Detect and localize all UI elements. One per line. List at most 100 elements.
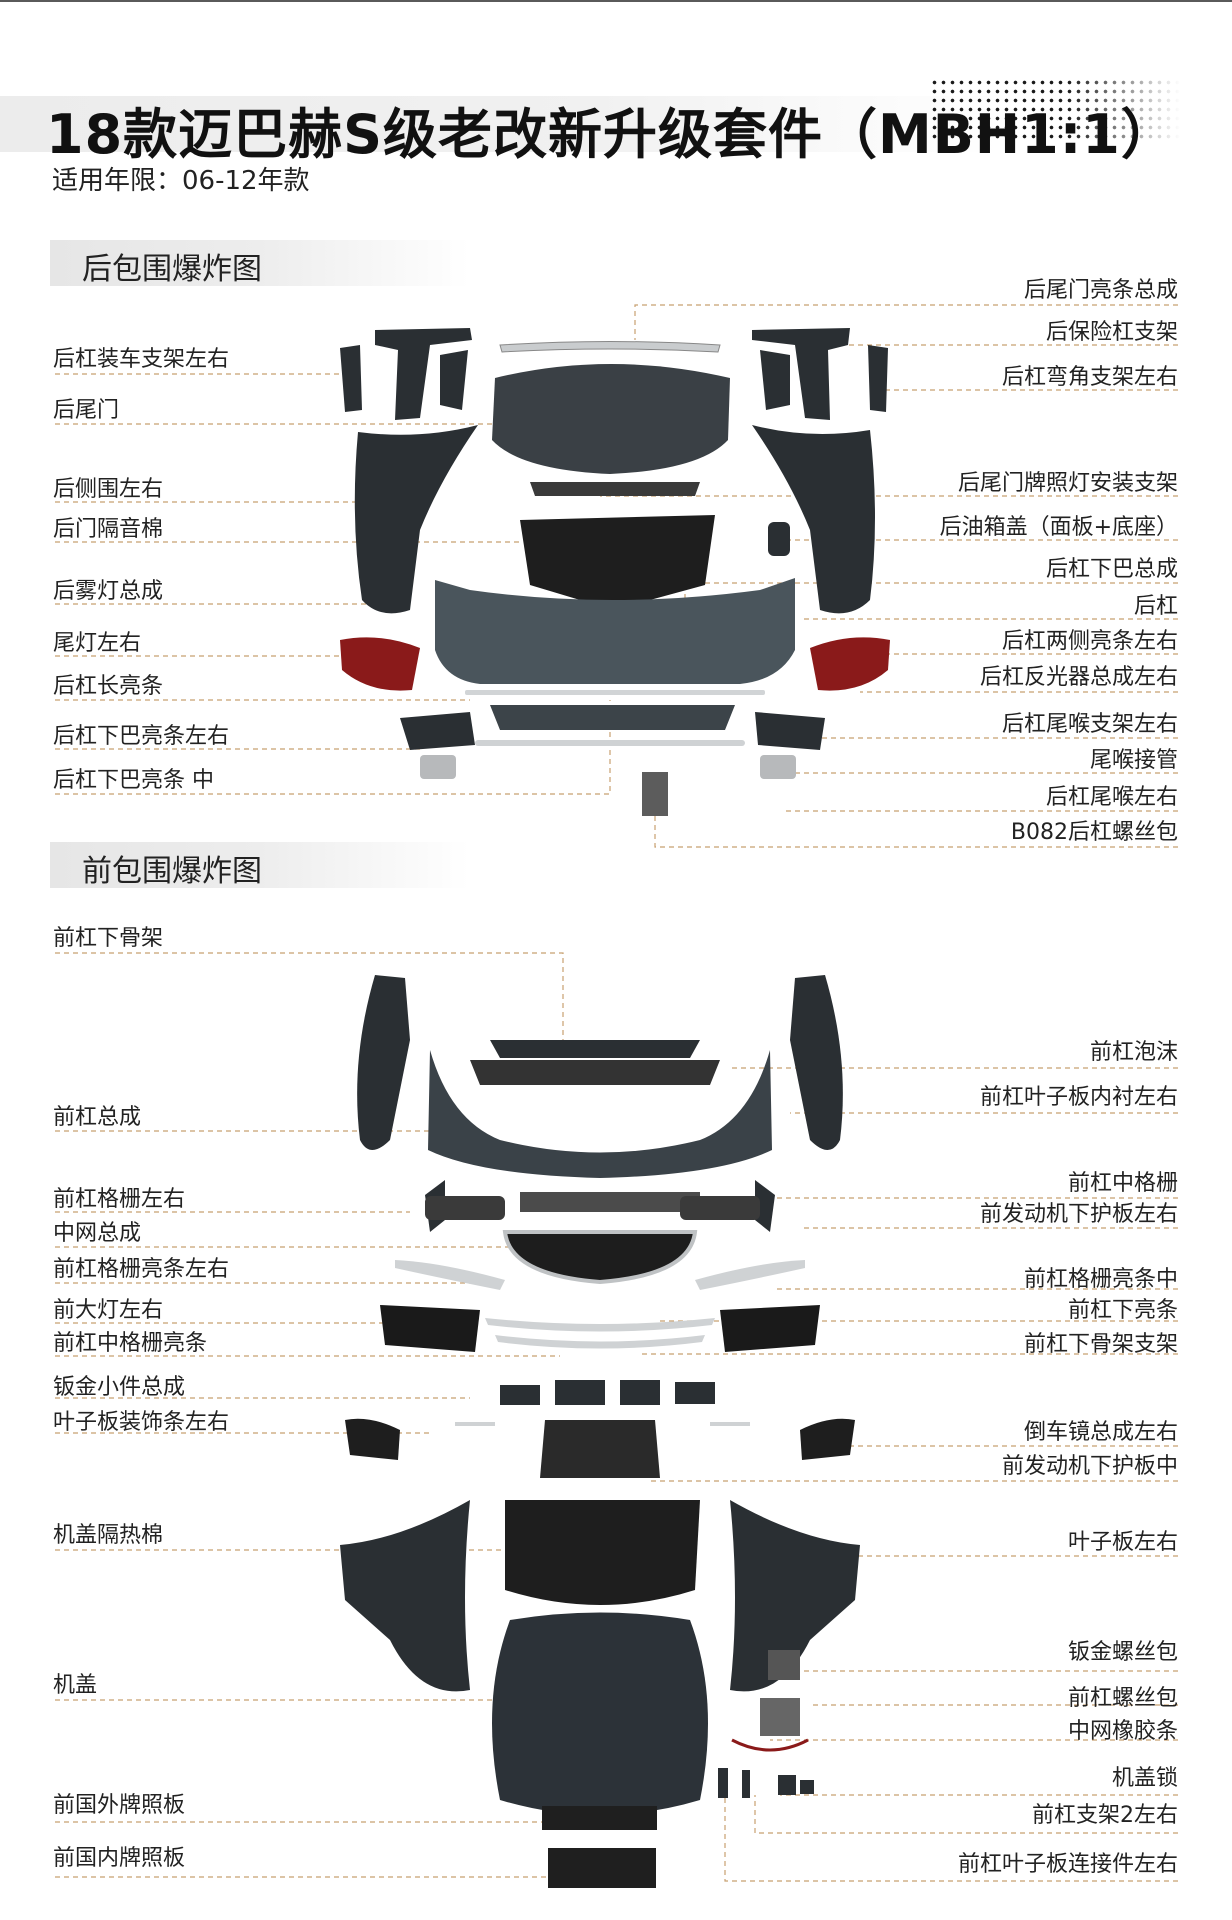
front-fender-liner-right xyxy=(790,975,843,1150)
rear-diffuser xyxy=(490,705,735,730)
rear-bumper-bracket-left xyxy=(340,328,472,420)
rear-quarter-right xyxy=(752,425,875,614)
rear-label-long-chrome: 后杠长亮条 xyxy=(53,674,164,699)
front-grille-left xyxy=(425,1196,505,1220)
trunk-chrome-strip xyxy=(499,341,721,353)
title-band xyxy=(0,96,1000,152)
front-label-bumper-foam: 前杠泡沫 xyxy=(1089,1040,1178,1065)
rear-label-bumper-mount-bracket: 后杠装车支架左右 xyxy=(53,347,230,372)
rear-label-reflector: 后杠反光器总成左右 xyxy=(979,665,1178,690)
front-label-grille-chrome-mid: 前杠格栅亮条中 xyxy=(1023,1267,1178,1292)
hood-insulation xyxy=(505,1500,700,1605)
headlight-right xyxy=(720,1305,820,1352)
front-label-foreign-plate: 前国外牌照板 xyxy=(53,1793,186,1818)
tail-light-left xyxy=(340,637,420,691)
front-label-grille-rubber: 中网橡胶条 xyxy=(1067,1719,1178,1744)
front-label-lower-chrome: 前杠下亮条 xyxy=(1067,1298,1178,1323)
front-section-title: 前包围爆炸图 xyxy=(82,854,262,889)
rear-label-fuel-door: 后油箱盖（面板+底座） xyxy=(939,515,1178,540)
rear-label-tail-light: 尾灯左右 xyxy=(53,631,142,656)
front-label-mid-grille-chrome: 前杠中格栅亮条 xyxy=(53,1331,208,1356)
front-label-fender-connector: 前杠叶子板连接件左右 xyxy=(957,1852,1178,1877)
mirror-right xyxy=(800,1418,855,1460)
front-label-bumper-assembly: 前杠总成 xyxy=(53,1105,142,1130)
rear-label-fog-light: 后雾灯总成 xyxy=(53,579,164,604)
front-label-mid-grille: 前杠中格栅 xyxy=(1067,1171,1178,1196)
foreign-plate xyxy=(542,1806,657,1830)
rear-label-exhaust-bracket: 后杠尾喉支架左右 xyxy=(1001,712,1178,737)
rear-label-trunk-lid: 后尾门 xyxy=(53,398,120,423)
front-label-headlight: 前大灯左右 xyxy=(53,1298,164,1323)
rear-label-chin-chrome-mid: 后杠下巴亮条 中 xyxy=(53,768,214,793)
rear-section-title: 后包围爆炸图 xyxy=(82,252,262,287)
front-fender-liner-left xyxy=(357,975,410,1150)
front-grille-right xyxy=(680,1196,760,1220)
rear-label-exhaust-tip: 后杠尾喉左右 xyxy=(1045,785,1178,810)
fender-connector xyxy=(742,1770,750,1798)
rear-section-band xyxy=(50,240,470,286)
rear-label-chin-chrome-sides: 后杠下巴亮条左右 xyxy=(53,724,230,749)
dot-pattern xyxy=(930,78,1180,140)
rear-quarter-left xyxy=(354,425,478,614)
page-title: 18款迈巴赫S级老改新升级套件（MBH1:1） xyxy=(46,103,1176,166)
rear-label-trunk-insulation: 后门隔音棉 xyxy=(53,517,164,542)
mirror-left xyxy=(345,1418,400,1460)
rear-bumper-bracket-right xyxy=(752,328,888,420)
trunk-lid xyxy=(492,364,730,474)
front-bumper xyxy=(428,1050,772,1178)
rear-long-chrome xyxy=(465,690,765,695)
front-label-lower-frame-bracket: 前杠下骨架支架 xyxy=(1023,1332,1178,1357)
front-label-mirror: 倒车镜总成左右 xyxy=(1023,1420,1178,1445)
front-mid-grille xyxy=(520,1192,700,1212)
rear-label-quarter-panel: 后侧围左右 xyxy=(53,477,164,502)
front-label-fender-liner: 前杠叶子板内衬左右 xyxy=(979,1085,1178,1110)
rear-label-chin-assembly: 后杠下巴总成 xyxy=(1045,557,1178,582)
top-border xyxy=(0,0,1232,2)
front-label-grille-sides: 前杠格栅左右 xyxy=(53,1187,186,1212)
domestic-plate xyxy=(548,1848,656,1888)
front-label-sheet-metal-screws: 钣金螺丝包 xyxy=(1067,1640,1178,1665)
exhaust-bracket-left xyxy=(400,712,475,750)
rear-label-screw-pack: B082后杠螺丝包 xyxy=(1010,820,1178,845)
tail-light-right xyxy=(810,637,890,691)
fuel-door xyxy=(768,522,790,556)
front-label-domestic-plate: 前国内牌照板 xyxy=(53,1846,186,1871)
sheet-metal-small-parts xyxy=(500,1380,715,1405)
rear-chin-chrome-mid xyxy=(475,740,745,746)
front-grille-side-right xyxy=(755,1180,775,1232)
rear-label-bumper-bracket: 后保险杠支架 xyxy=(1045,320,1178,345)
engine-undertray-mid xyxy=(540,1420,660,1478)
front-screw-pack xyxy=(760,1698,800,1736)
hood-lock xyxy=(778,1775,814,1795)
fender-trim-left xyxy=(455,1422,495,1426)
rear-bumper xyxy=(435,578,795,684)
front-label-undertray-mid: 前发动机下护板中 xyxy=(1001,1454,1178,1479)
rear-label-side-chrome: 后杠两侧亮条左右 xyxy=(1001,629,1178,654)
front-bumper-foam xyxy=(470,1060,720,1085)
rear-label-trunk-chrome: 后尾门亮条总成 xyxy=(1023,278,1178,303)
front-label-grille-chrome-sides: 前杠格栅亮条左右 xyxy=(53,1257,230,1282)
license-light-bracket xyxy=(530,482,700,496)
front-lower-chrome xyxy=(485,1318,715,1332)
rear-screw-pack xyxy=(642,772,668,816)
front-section-band xyxy=(50,842,470,888)
front-lower-frame xyxy=(490,1040,700,1058)
front-label-fender: 叶子板左右 xyxy=(1067,1530,1178,1555)
grille-rubber-strip xyxy=(731,1738,809,1752)
exhaust-tip-left xyxy=(420,755,456,779)
front-fender-left xyxy=(340,1500,470,1692)
front-label-undertray-sides: 前发动机下护板左右 xyxy=(979,1202,1178,1227)
front-label-main-grille: 中网总成 xyxy=(53,1221,142,1246)
grille-chrome-right xyxy=(695,1260,805,1290)
sheet-metal-screw-pack xyxy=(768,1650,800,1680)
page-subtitle: 适用年限：06-12年款 xyxy=(52,166,310,196)
front-label-bracket-2: 前杠支架2左右 xyxy=(1032,1803,1178,1828)
rear-label-bumper: 后杠 xyxy=(1133,594,1178,619)
fender-trim-right xyxy=(710,1422,750,1426)
headlight-left xyxy=(380,1305,480,1352)
front-label-hood-insulation: 机盖隔热棉 xyxy=(53,1523,164,1548)
front-bracket-2 xyxy=(718,1768,728,1798)
exhaust-tip-right xyxy=(760,755,796,779)
front-label-lower-frame: 前杠下骨架 xyxy=(53,926,164,951)
front-mid-grille-chrome xyxy=(495,1335,705,1349)
